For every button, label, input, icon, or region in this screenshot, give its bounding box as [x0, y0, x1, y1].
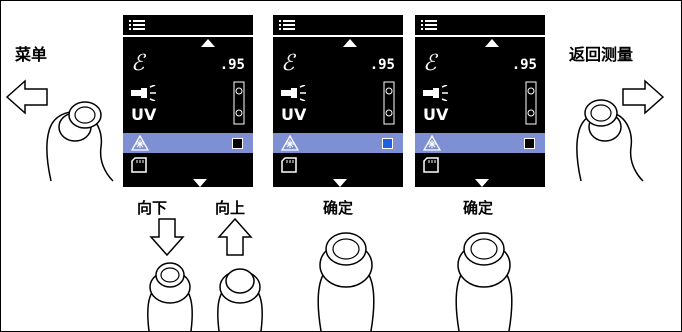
down-arrow-outline-icon	[149, 218, 185, 257]
emissivity-value: .95	[369, 57, 395, 73]
finger-icon	[147, 262, 193, 331]
menu-icon	[421, 20, 437, 30]
up-label: 向上	[215, 199, 246, 217]
menu-icon	[279, 20, 295, 30]
down-arrow-icon	[193, 179, 207, 187]
up-arrow-icon	[485, 39, 499, 47]
down-arrow-icon	[333, 179, 347, 187]
menu-icon	[129, 20, 145, 30]
up-arrow-outline-icon	[217, 217, 253, 256]
up-arrow-icon	[201, 39, 215, 47]
emissivity-value: .95	[219, 57, 245, 73]
menu-label: 菜单	[15, 45, 48, 64]
finger-icon	[217, 268, 263, 331]
checkbox	[524, 138, 535, 149]
laser-icon	[281, 135, 299, 151]
checkbox	[232, 138, 243, 149]
menu-bar	[273, 15, 403, 37]
sd-card-icon	[423, 157, 439, 173]
right-arrow-icon	[622, 79, 665, 115]
flashlight-icon	[281, 85, 306, 101]
flashlight-icon	[131, 85, 156, 101]
selection-row	[123, 133, 253, 153]
laser-icon	[423, 135, 441, 151]
toggle-switch	[383, 81, 395, 125]
selection-row	[415, 133, 545, 153]
sd-card-icon	[281, 157, 297, 173]
uv-label: UV	[131, 105, 157, 124]
finger-icon	[317, 232, 375, 331]
checkbox-checked	[382, 138, 393, 149]
up-arrow-icon	[343, 39, 357, 47]
emissivity-symbol: ℰ	[281, 51, 295, 76]
confirm-label-1: 确定	[323, 199, 354, 217]
device-screen-3: ℰ .95 UV	[415, 15, 545, 187]
emissivity-value: .95	[511, 57, 537, 73]
finger-icon	[455, 232, 513, 331]
menu-bar	[123, 15, 253, 37]
uv-label: UV	[281, 105, 307, 124]
back-to-measure-label: 返回测量	[569, 45, 634, 64]
finger-icon	[576, 99, 644, 182]
toggle-switch	[233, 81, 245, 125]
device-screen-2: ℰ .95 UV	[273, 15, 403, 187]
flashlight-icon	[423, 85, 448, 101]
selection-row	[273, 133, 403, 153]
confirm-label-2: 确定	[463, 199, 494, 217]
emissivity-symbol: ℰ	[131, 51, 145, 76]
sd-card-icon	[131, 157, 147, 173]
menu-bar	[415, 15, 545, 37]
toggle-switch	[525, 81, 537, 125]
emissivity-symbol: ℰ	[423, 51, 437, 76]
laser-icon	[131, 135, 149, 151]
left-arrow-icon	[5, 79, 48, 115]
finger-icon	[46, 101, 114, 182]
down-label: 向下	[137, 199, 168, 217]
device-screen-1: ℰ .95 UV	[123, 15, 253, 187]
uv-label: UV	[423, 105, 449, 124]
down-arrow-icon	[475, 179, 489, 187]
